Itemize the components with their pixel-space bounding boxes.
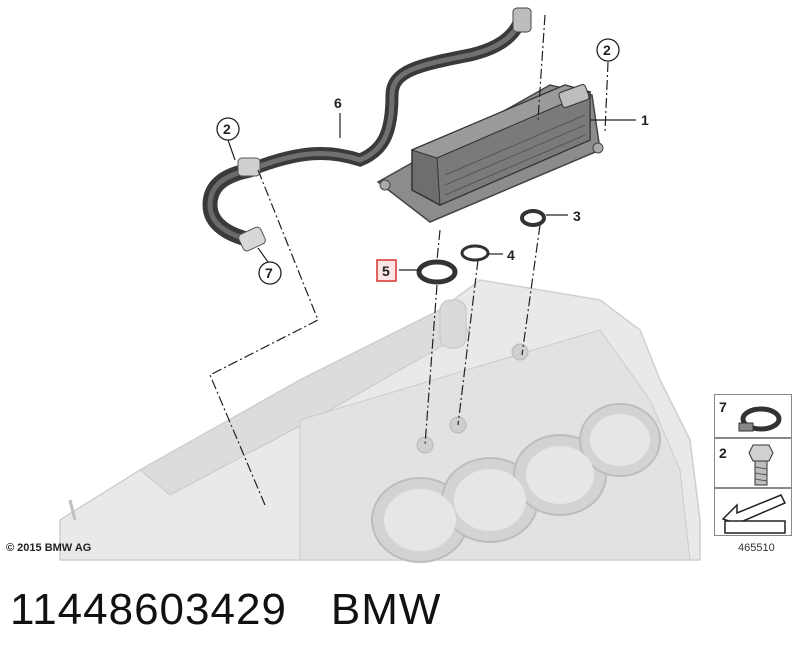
oil-cooler bbox=[376, 84, 604, 223]
callout-7-circle bbox=[258, 261, 282, 285]
arrow-icon bbox=[721, 494, 787, 534]
brand-name: BMW bbox=[330, 585, 442, 634]
callout-leaders bbox=[227, 113, 636, 271]
callouts: 1 2 2 3 4 5 6 7 bbox=[216, 38, 649, 285]
callout-6: 6 bbox=[334, 95, 342, 111]
figure-number: 465510 bbox=[738, 542, 775, 554]
legend-number: 2 bbox=[719, 445, 727, 461]
engine-block bbox=[59, 279, 701, 563]
callout-7: 7 bbox=[265, 265, 273, 281]
parts-legend: 7 2 bbox=[714, 394, 794, 544]
legend-item-bolt: 2 bbox=[714, 438, 792, 488]
callout-2-circle-top bbox=[596, 38, 620, 62]
callout-2-left: 2 bbox=[223, 121, 231, 137]
callout-4: 4 bbox=[507, 247, 515, 263]
callout-3: 3 bbox=[573, 208, 581, 224]
part-number-line: 11448603429 BMW bbox=[10, 585, 441, 635]
callout-1: 1 bbox=[641, 112, 649, 128]
callout-2-circle-left bbox=[216, 117, 240, 141]
callout-5-highlight bbox=[376, 259, 397, 282]
legend-number: 7 bbox=[719, 399, 727, 415]
coolant-hose bbox=[202, 7, 532, 252]
callout-2-top: 2 bbox=[603, 42, 611, 58]
legend-item-clamp: 7 bbox=[714, 394, 792, 438]
seal-rings bbox=[416, 209, 546, 285]
callout-5: 5 bbox=[382, 263, 390, 279]
legend-item-arrow bbox=[714, 488, 792, 536]
bolt-icon bbox=[748, 444, 774, 486]
copyright-text: © 2015 BMW AG bbox=[6, 542, 92, 554]
hose-clamp-icon bbox=[738, 406, 782, 432]
part-number: 11448603429 bbox=[10, 585, 287, 634]
